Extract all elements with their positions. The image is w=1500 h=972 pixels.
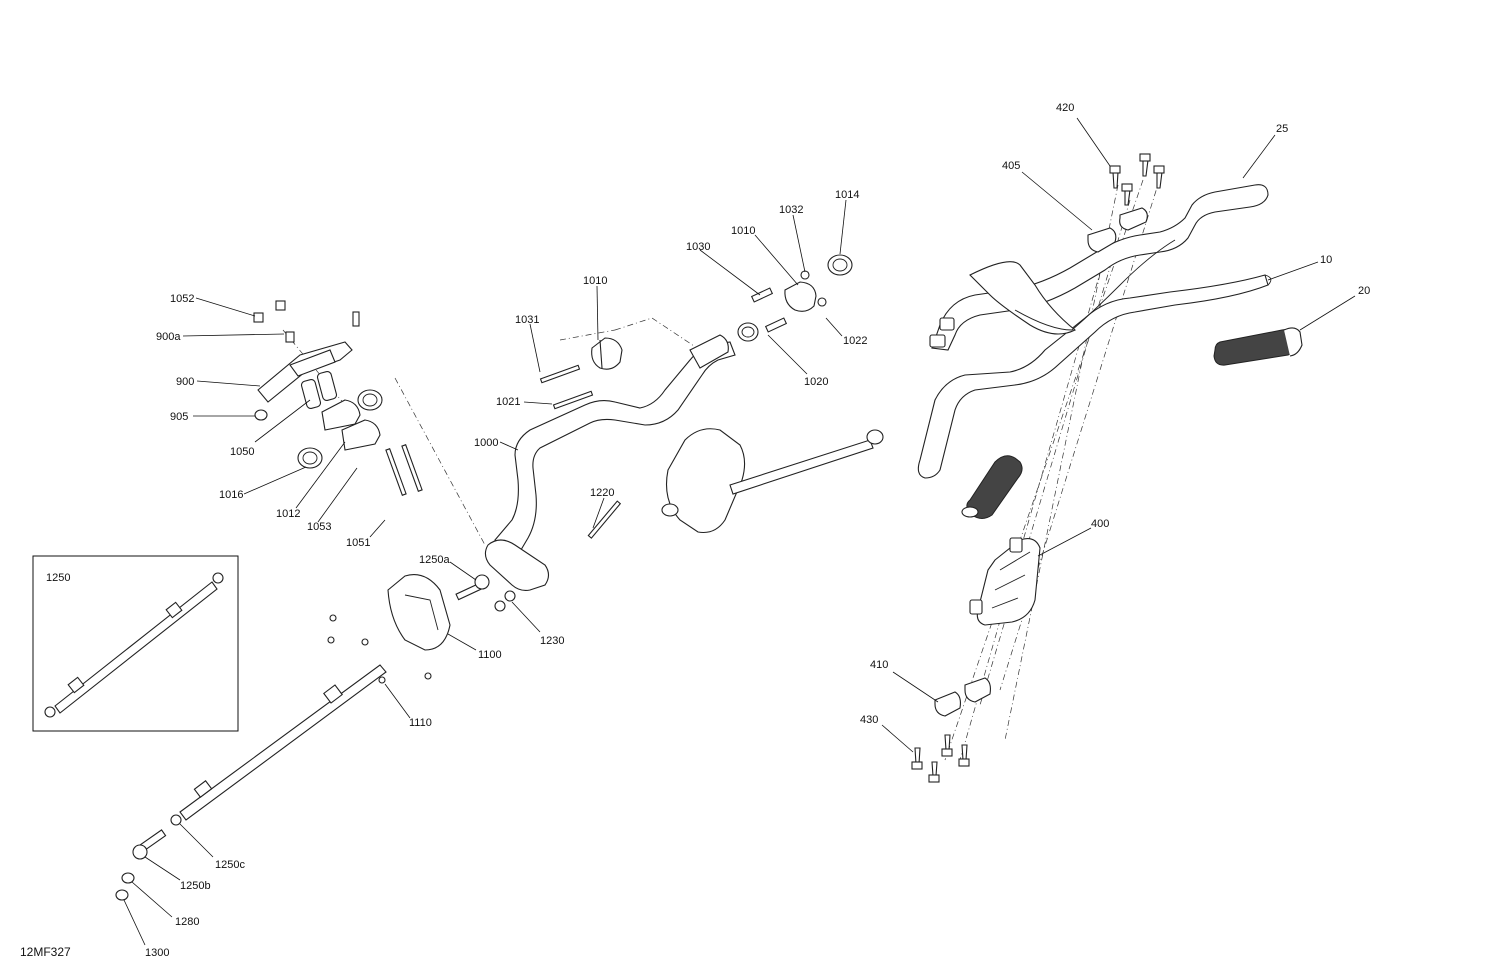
bolt-1220 <box>587 500 622 539</box>
pitman-arm-part <box>661 428 884 534</box>
callout-900: 900 <box>176 376 194 388</box>
tie-rod-1250 <box>179 664 387 821</box>
bushing-1014 <box>827 254 853 276</box>
callout-1014: 1014 <box>835 189 859 201</box>
callout-1100: 1100 <box>478 649 502 661</box>
callout-1051: 1051 <box>346 537 370 549</box>
bolts-1031-1021 <box>539 364 594 410</box>
callout-1053: 1053 <box>307 521 331 533</box>
callout-20: 20 <box>1358 285 1370 297</box>
callout-1020: 1020 <box>804 376 828 388</box>
washer-905 <box>254 409 268 421</box>
callout-1010-lower: 1010 <box>583 275 607 287</box>
screws-1110 <box>327 614 432 684</box>
callout-905: 905 <box>170 411 188 423</box>
callout-1052: 1052 <box>170 293 194 305</box>
upper-bearing-block-1010 <box>591 337 623 370</box>
bearing-block-1012 <box>321 399 381 451</box>
bushings-1016 <box>297 389 383 469</box>
diagram-reference-code: 12MF327 <box>20 945 71 959</box>
clamp-screws-lower <box>911 734 970 783</box>
callout-25: 25 <box>1276 123 1288 135</box>
clamp-screws-upper <box>1109 153 1165 206</box>
nuts-1052 <box>253 300 286 323</box>
callout-1000: 1000 <box>474 437 498 449</box>
callout-430: 430 <box>860 714 878 726</box>
riser-block-part <box>969 537 1041 626</box>
bolts-1051-1053 <box>385 444 423 496</box>
grip-part-right <box>1213 327 1303 366</box>
lower-clamp-part <box>934 677 991 717</box>
callout-1030: 1030 <box>686 241 710 253</box>
inset-label: 1250 <box>46 572 70 584</box>
bushings-1050 <box>300 371 338 409</box>
bolts-900a <box>285 311 360 343</box>
upper-bearing-block-1010b <box>784 281 817 312</box>
callout-10: 10 <box>1320 254 1332 266</box>
washer-1280 <box>121 872 135 884</box>
ball-joint-1250a <box>455 574 490 601</box>
callout-1300: 1300 <box>145 947 169 959</box>
callout-405: 405 <box>1002 160 1020 172</box>
callout-1012: 1012 <box>276 508 300 520</box>
callout-1250c: 1250c <box>215 859 245 871</box>
nut-1300 <box>115 889 129 901</box>
callout-1220: 1220 <box>590 487 614 499</box>
callout-1110: 1110 <box>409 717 432 729</box>
callout-1031: 1031 <box>515 314 539 326</box>
pins-1030 <box>750 287 788 333</box>
callout-1010-upper: 1010 <box>731 225 755 237</box>
callout-1021: 1021 <box>496 396 520 408</box>
callout-1280: 1280 <box>175 916 199 928</box>
callout-400: 400 <box>1091 518 1109 530</box>
callout-1050: 1050 <box>230 446 254 458</box>
callout-1230: 1230 <box>540 635 564 647</box>
callout-420: 420 <box>1056 102 1074 114</box>
grip-part-left <box>961 455 1023 519</box>
upper-clamp-part <box>1087 207 1148 253</box>
leader-lines <box>123 117 1356 946</box>
mounting-bracket-900 <box>257 341 353 403</box>
rod-end-1250b <box>132 829 167 860</box>
callout-900a: 900a <box>156 331 181 343</box>
jam-nut-1250c <box>170 814 182 826</box>
drop-arm-cover-1100 <box>387 574 451 651</box>
callout-1250b: 1250b <box>180 880 211 892</box>
callout-1032: 1032 <box>779 204 803 216</box>
callout-1022: 1022 <box>843 335 867 347</box>
nuts-1230 <box>494 590 516 612</box>
nuts-1022-1032 <box>800 270 827 307</box>
inset-tie-rod-detail <box>32 555 239 732</box>
bushing-1020 <box>737 322 759 342</box>
steering-column-part <box>484 334 736 591</box>
callout-labels: 420 25 405 10 20 1014 1032 1010 1030 101… <box>20 102 1370 959</box>
callout-410: 410 <box>870 659 888 671</box>
upper-handlebar-part <box>929 184 1269 351</box>
callout-1250a: 1250a <box>419 554 450 566</box>
callout-1016: 1016 <box>219 489 243 501</box>
